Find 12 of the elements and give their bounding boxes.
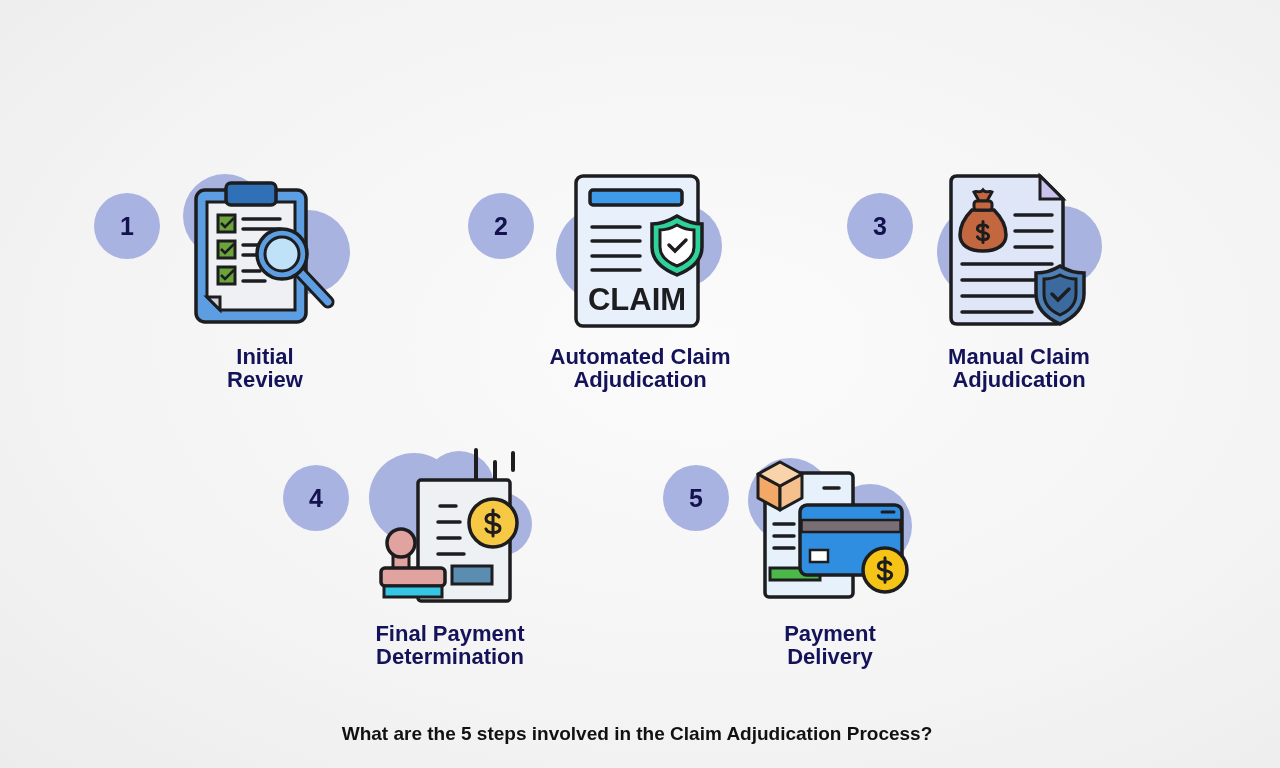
step-title: Final Payment Determination bbox=[375, 621, 525, 669]
step-title: Automated Claim Adjudication bbox=[549, 344, 731, 392]
step-title: Initial Review bbox=[227, 344, 303, 392]
step-number-badge: 5 bbox=[663, 465, 729, 531]
step-title: Manual Claim Adjudication bbox=[948, 344, 1090, 392]
step-number-badge: 2 bbox=[468, 193, 534, 259]
step-number-badge: 1 bbox=[94, 193, 160, 259]
claim-stamp-text: CLAIM bbox=[587, 282, 687, 317]
step-title: Payment Delivery bbox=[784, 621, 876, 669]
step-number-badge: 3 bbox=[847, 193, 913, 259]
step-number-badge: 4 bbox=[283, 465, 349, 531]
caption: What are the 5 steps involved in the Claim Adjudication Process? bbox=[341, 723, 933, 744]
